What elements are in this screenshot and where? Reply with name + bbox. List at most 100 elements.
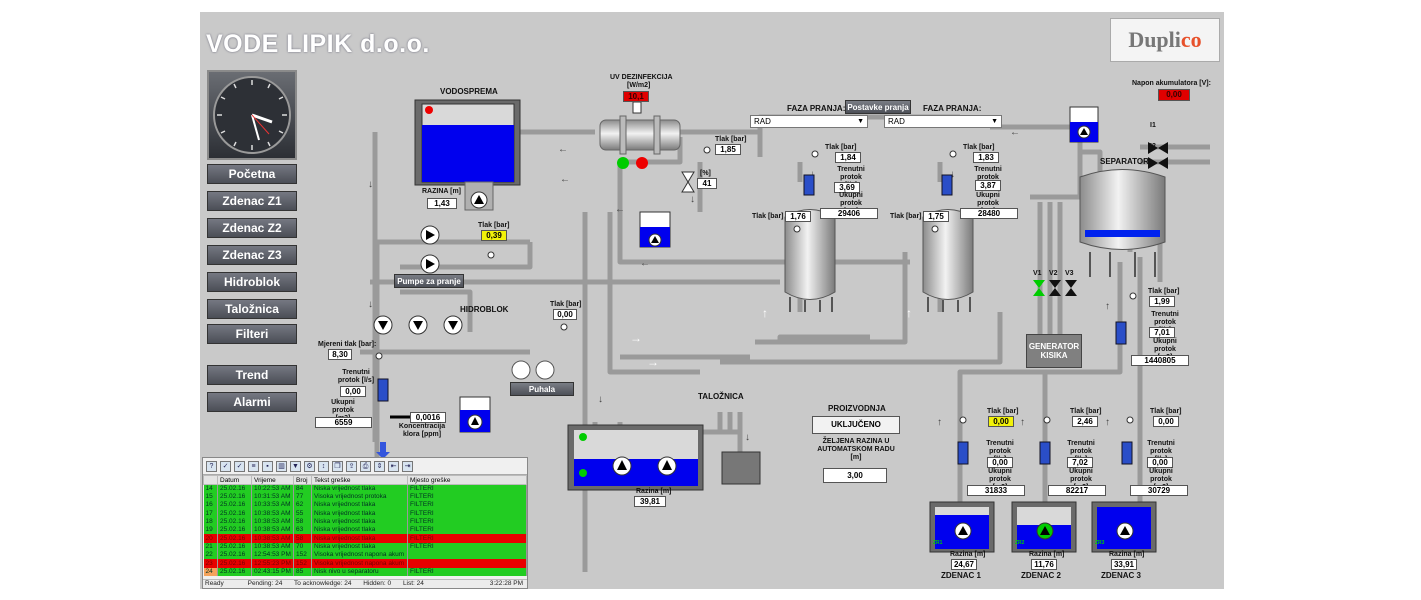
- zdenac2-trenutni-value: 7,02: [1067, 457, 1093, 468]
- zeljena-razina-value[interactable]: 3,00: [823, 468, 887, 483]
- nav-zdenac-z1[interactable]: Zdenac Z1: [207, 191, 297, 211]
- uv-title: UV DEZINFEKCIJA: [610, 74, 673, 81]
- alarm-cell-place: FILTERI: [407, 509, 527, 518]
- nav-zdenac-z3[interactable]: Zdenac Z3: [207, 245, 297, 265]
- svg-text:↑: ↑: [1020, 417, 1025, 428]
- zdenac1-tlak-label: Tlak [bar]: [987, 408, 1019, 415]
- alarm-cell-text: Niska vrijednost tlaka: [311, 501, 408, 510]
- alarm-cell-text: Nisk nivo u separatoru: [311, 567, 408, 576]
- filter1-tlak-side-label: Tlak [bar]: [752, 213, 784, 220]
- nav-talozica[interactable]: Taložnica: [207, 299, 297, 319]
- alarm-cell-num: 62: [293, 501, 312, 510]
- alarm-cell-date: 25.02.16: [217, 542, 252, 552]
- alarm-cell-n: 19: [203, 526, 218, 535]
- col-datum: Datum: [217, 475, 252, 485]
- lock-icon[interactable]: ▪: [262, 460, 273, 472]
- alarm-table: Datum Vrijeme Broj Tekst greške Mjesto g…: [203, 475, 527, 576]
- puhala-button[interactable]: Puhala: [510, 382, 574, 396]
- alarm-cell-n: 24: [203, 567, 218, 576]
- alarm-cell-date: 25.02.16: [217, 501, 252, 510]
- status-pending: Pending: 24: [247, 580, 283, 587]
- zdenac3-ukupni-value: 30729: [1130, 485, 1188, 496]
- alarm-cell-place: FILTERI: [407, 517, 527, 527]
- nav-zdenac-z2[interactable]: Zdenac Z2: [207, 218, 297, 238]
- zdenac2-razina-label: Razina [m]: [1029, 551, 1065, 558]
- company-logo: VODE LIPIK d.o.o.: [206, 30, 430, 58]
- pumpe-za-pranje-button[interactable]: Pumpe za pranje: [394, 274, 464, 288]
- scroll-icon[interactable]: ⇕: [374, 460, 385, 472]
- nav-trend[interactable]: Trend: [207, 365, 297, 385]
- alarm-cell-num: 55: [293, 509, 312, 518]
- zdenac3-razina-label: Razina [m]: [1109, 551, 1145, 558]
- alarm-cell-date: 25.02.16: [217, 509, 252, 518]
- settings-icon[interactable]: ⚙: [304, 460, 315, 472]
- alarm-cell-time: 10:31:53 AM: [251, 493, 294, 502]
- copy-icon[interactable]: ❐: [332, 460, 343, 472]
- first-icon[interactable]: ⇤: [388, 460, 399, 472]
- sort-icon[interactable]: ↕: [318, 460, 329, 472]
- nav-pocetna[interactable]: Početna: [207, 164, 297, 184]
- alarm-cell-date: 25.02.16: [217, 493, 252, 502]
- hidroblok-trenutni-label: Trenutni protok [l/s]: [337, 369, 375, 384]
- last-icon[interactable]: ⇥: [402, 460, 413, 472]
- alarm-cell-num: 58: [293, 534, 312, 543]
- vodosprema-razina-value: 1,43: [427, 198, 457, 209]
- ack-all-icon[interactable]: ✓: [234, 460, 245, 472]
- col-tekst: Tekst greške: [311, 475, 408, 485]
- alarm-cell-time: 12:55:23 PM: [251, 559, 294, 568]
- alarm-cell-text: Niska vrijednost tlaka: [311, 509, 408, 518]
- svg-text:↑: ↑: [906, 306, 912, 320]
- filter2-tlak-top-label: Tlak [bar]: [963, 144, 995, 151]
- col-broj: Broj: [293, 475, 312, 485]
- alarm-cell-n: 17: [203, 509, 218, 518]
- hidroblok-ukupni-value: 6559: [315, 417, 372, 428]
- alarm-cell-time: 12:54:53 PM: [251, 551, 294, 560]
- chart-icon[interactable]: ▥: [276, 460, 287, 472]
- svg-text:↑: ↑: [762, 306, 768, 320]
- svg-text:←: ←: [640, 258, 650, 269]
- export-icon[interactable]: ⇪: [346, 460, 357, 472]
- separator-ukupni-value: 1440805: [1131, 355, 1189, 366]
- svg-text:↓: ↓: [745, 432, 750, 443]
- valve-v1-label: V1: [1033, 270, 1042, 277]
- generator-kisika: GENERATOR KISIKA: [1026, 334, 1082, 368]
- alarm-cell-num: 84: [293, 484, 312, 493]
- zdenac2-tlak-label: Tlak [bar]: [1070, 408, 1102, 415]
- nav-filteri[interactable]: Filteri: [207, 324, 297, 344]
- faza-pranja-select-1[interactable]: RAD▼: [750, 115, 868, 128]
- alarm-cell-date: 25.02.16: [217, 567, 252, 576]
- ack-icon[interactable]: ✓: [220, 460, 231, 472]
- talozica-title: TALOŽNICA: [698, 392, 744, 401]
- zdenac1-razina-value: 24,67: [951, 559, 977, 570]
- help-icon[interactable]: ?: [206, 460, 217, 472]
- print-icon[interactable]: ⎙: [360, 460, 371, 472]
- puhala-tlak-value: 0,00: [553, 309, 577, 320]
- alarm-panel: ? ✓ ✓ ≡ ▪ ▥ ▼ ⚙ ↕ ❐ ⇪ ⎙ ⇕ ⇤ ⇥ Datum Vrij…: [202, 457, 528, 589]
- alarm-cell-place: FILTERI: [407, 501, 527, 510]
- status-ack: To acknowledge: 24: [294, 580, 352, 587]
- list-icon[interactable]: ≡: [248, 460, 259, 472]
- filter-icon[interactable]: ▼: [290, 460, 301, 472]
- separator-trenutni-value: 7,01: [1149, 327, 1175, 338]
- alarm-cell-place: FILTERI: [407, 542, 527, 552]
- svg-text:↑: ↑: [937, 417, 942, 428]
- zdenac3-tag: ZR3: [1095, 540, 1105, 546]
- proizvodnja-status[interactable]: UKLJUČENO: [812, 416, 900, 434]
- alarm-cell-place: [407, 551, 527, 560]
- nav-hidroblok[interactable]: Hidroblok: [207, 272, 297, 292]
- nav-alarmi[interactable]: Alarmi: [207, 392, 297, 412]
- faza-pranja-select-2[interactable]: RAD▼: [884, 115, 1002, 128]
- vodosprema-razina-label: RAZINA [m]: [422, 188, 462, 195]
- postavke-pranja-button[interactable]: Postavke pranja: [845, 100, 911, 114]
